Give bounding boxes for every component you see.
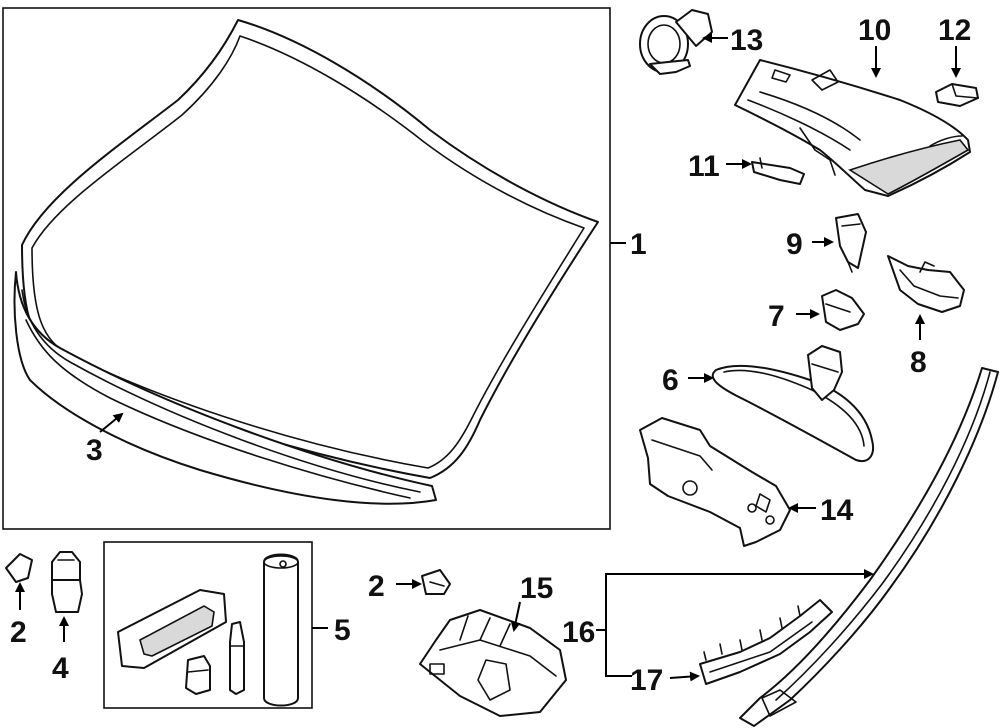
- kit-box: [103, 541, 313, 709]
- clip-2-mid[interactable]: [421, 569, 451, 595]
- callout-9: 9: [786, 228, 803, 261]
- leader-16: [605, 569, 874, 630]
- callout-14: 14: [820, 494, 854, 527]
- callout-2-mid: 2: [368, 570, 385, 603]
- callout-8: 8: [910, 346, 927, 379]
- kit-cap[interactable]: [185, 655, 211, 695]
- callout-17: 17: [630, 664, 663, 697]
- stud-4[interactable]: [51, 551, 83, 613]
- callout-10: 10: [858, 14, 891, 47]
- callout-11: 11: [688, 150, 720, 183]
- leader-17: [669, 671, 700, 682]
- rearview-mirror[interactable]: [711, 345, 874, 462]
- callout-13: 13: [730, 24, 763, 57]
- callout-4: 4: [52, 652, 69, 685]
- clip-12[interactable]: [935, 83, 979, 107]
- clip-2-left[interactable]: [5, 553, 33, 583]
- callout-labels: 1 3 13 10 12 11 9 8 7 6 14 5 2 4 2 15 16…: [10, 14, 971, 697]
- windshield-molding[interactable]: [13, 271, 437, 505]
- kit-nozzle[interactable]: [229, 621, 245, 695]
- camera-bracket-15[interactable]: [419, 609, 567, 717]
- bracket-8[interactable]: [887, 255, 965, 313]
- clip-strip-17[interactable]: [699, 599, 833, 685]
- bracket-11[interactable]: [751, 157, 805, 185]
- callout-12: 12: [938, 14, 971, 47]
- mirror-mount-7[interactable]: [821, 289, 865, 331]
- callout-15: 15: [520, 572, 553, 605]
- rain-sensor[interactable]: [639, 9, 713, 75]
- leader-lines: [15, 33, 961, 682]
- kit-tube[interactable]: [117, 589, 227, 669]
- windshield-group-box: [2, 7, 611, 530]
- mirror-cover[interactable]: [734, 59, 971, 197]
- callout-16: 16: [562, 616, 595, 649]
- callout-7: 7: [768, 300, 785, 333]
- leader-3: [99, 412, 124, 433]
- clip-9[interactable]: [835, 213, 867, 273]
- pillar-trim-16[interactable]: [739, 367, 999, 727]
- leader-15: [510, 601, 521, 632]
- kit-cylinder[interactable]: [263, 553, 299, 707]
- callout-5: 5: [334, 614, 351, 647]
- leader-16b: [605, 630, 632, 677]
- callout-3: 3: [86, 434, 103, 467]
- callout-1: 1: [630, 228, 647, 261]
- callout-2-left: 2: [10, 616, 27, 649]
- callout-6: 6: [662, 364, 679, 397]
- camera-module-14[interactable]: [639, 417, 791, 547]
